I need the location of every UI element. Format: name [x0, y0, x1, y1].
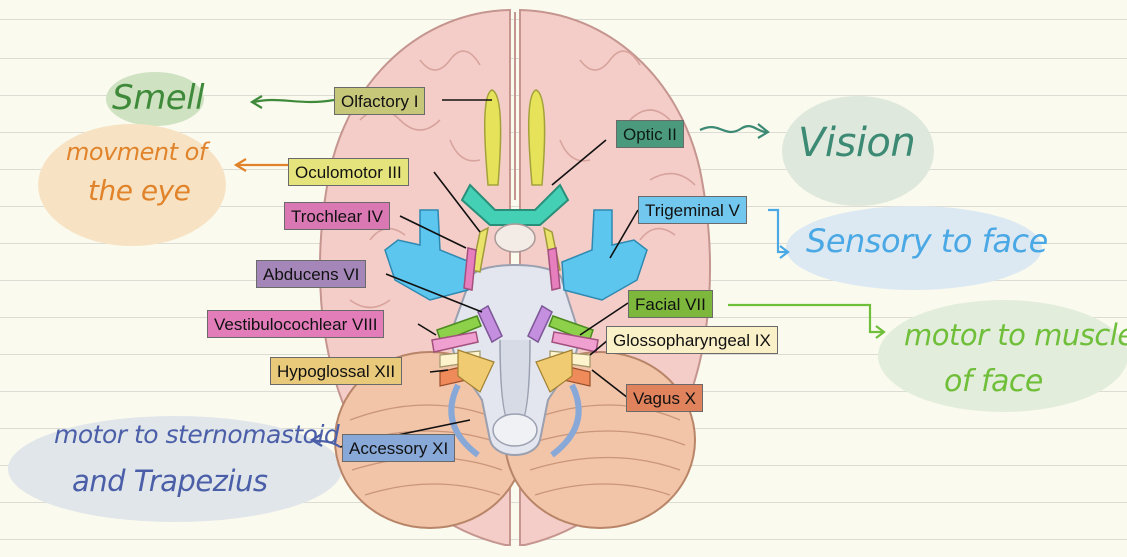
label-accessory: Accessory XI [342, 434, 455, 462]
label-abducens: Abducens VI [256, 260, 366, 288]
label-oculomotor: Oculomotor III [288, 158, 409, 186]
label-facial: Facial VII [628, 290, 713, 318]
note-accessory-line1: motor to sternomastoid [54, 420, 339, 449]
label-hypoglossal: Hypoglossal XII [270, 357, 402, 385]
note-eye-line2: the eye [88, 174, 190, 207]
pituitary [495, 224, 535, 252]
note-facial-line1: motor to muscles [904, 318, 1127, 352]
label-vestibulocochlear: Vestibulocochlear VIII [207, 310, 384, 338]
olfactory-tract-right [529, 90, 545, 185]
note-smell: Smell [112, 78, 204, 118]
label-trigeminal: Trigeminal V [638, 196, 747, 224]
label-olfactory: Olfactory I [334, 87, 425, 115]
label-glossopharyngeal: Glossopharyngeal IX [606, 326, 778, 354]
note-facial-line2: of face [944, 364, 1043, 399]
olfactory-tract-left [485, 90, 501, 185]
note-eye-line1: movment of [66, 138, 207, 166]
label-trochlear: Trochlear IV [284, 202, 390, 230]
label-optic: Optic II [616, 120, 684, 148]
note-sensory: Sensory to face [806, 222, 1048, 260]
label-vagus: Vagus X [626, 384, 703, 412]
note-accessory-line2: and Trapezius [72, 464, 267, 498]
note-vision: Vision [798, 120, 915, 166]
